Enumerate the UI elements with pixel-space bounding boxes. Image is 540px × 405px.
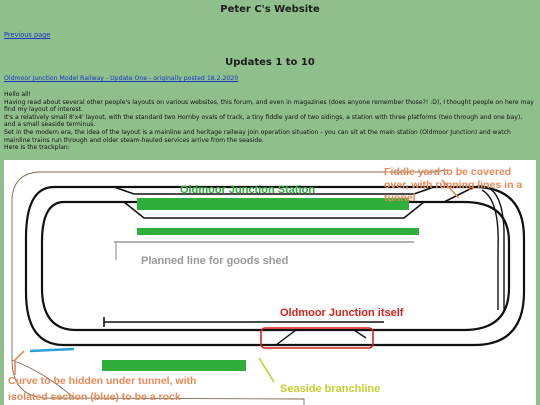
trackplan-image: Oldmoor Junction Station Fiddle yard to …: [4, 160, 536, 405]
previous-page-link[interactable]: Previous page: [4, 31, 51, 39]
junction-label: Oldmoor Junction itself: [280, 307, 404, 319]
station-loop-lower: [123, 201, 425, 219]
goods-shed-label: Planned line for goods shed: [141, 255, 288, 267]
curve-label-line2: isolated section (blue) to be a rock: [8, 391, 181, 403]
post-line: Having read about several other people's…: [4, 98, 534, 114]
station-label: Oldmoor Junction Station: [180, 184, 315, 196]
baseboard-outline: [11, 169, 449, 405]
junction-turnout: [275, 329, 367, 346]
post-line: Here is the trackplan:: [4, 144, 70, 152]
seaside-arrow: [258, 357, 275, 383]
seaside-label: Seaside branchline: [280, 383, 380, 395]
fiddle-yard-siding-2: [481, 189, 499, 310]
post-line: Hello all!: [4, 91, 31, 98]
crossover-right: [443, 186, 475, 203]
post-line: Set in the modern era, the idea of the l…: [4, 128, 511, 144]
post-line: It's a relatively small 8'x4' layout, wi…: [4, 113, 523, 129]
fiddle-yard-label-line2: over, with running lines in a: [384, 179, 522, 191]
station-loop-upper: [113, 186, 435, 195]
junction-highlight: [260, 327, 374, 349]
curve-arrow: [14, 350, 25, 375]
platform-upper: [137, 198, 409, 210]
outer-track-oval: [24, 185, 526, 347]
curve-label-line1: Curve to be hidden under tunnel, with: [8, 375, 196, 387]
post-title-link[interactable]: Oldmoor Junction Model Railway - Update …: [4, 75, 239, 82]
fiddle-yard-arrow: [441, 179, 460, 199]
page-heading: Updates 1 to 10: [225, 57, 315, 68]
fiddle-yard-label-line1: Fiddle yard to be covered: [384, 166, 511, 178]
site-title: Peter C's Website: [220, 4, 320, 15]
isolated-section: [29, 347, 75, 353]
platform-seaside: [102, 360, 246, 371]
fiddle-yard-label-line3: tunnel: [384, 192, 416, 204]
platform-lower: [137, 228, 419, 235]
fiddle-yard-siding-1: [473, 185, 505, 310]
post-body: Hello all! Having read about several oth…: [4, 91, 534, 152]
